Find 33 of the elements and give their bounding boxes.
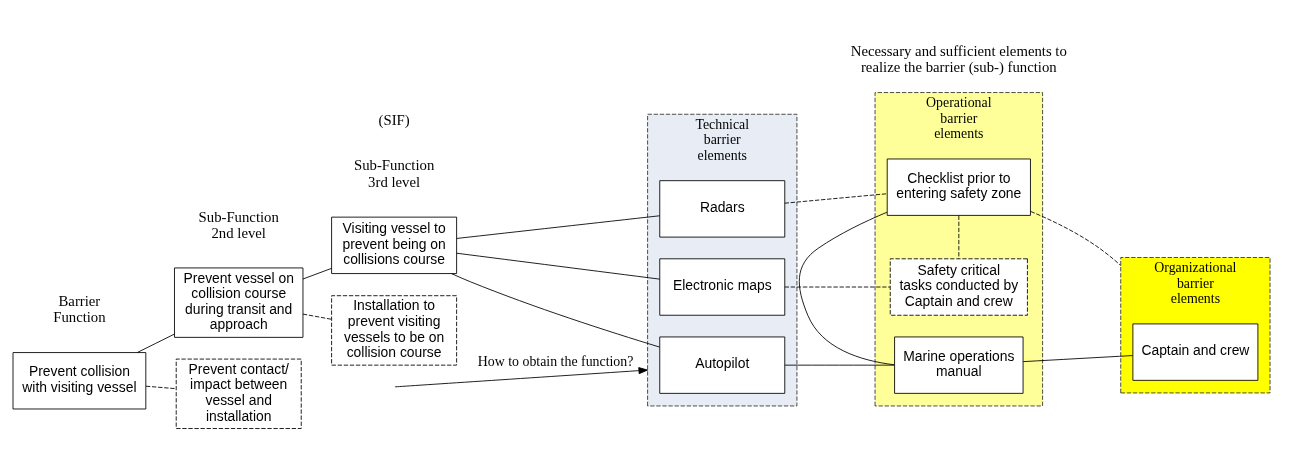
connector xyxy=(1030,210,1122,266)
node-box: Prevent contact/ impact between vessel and installation xyxy=(175,358,302,429)
node-box: Electronic maps xyxy=(659,257,786,316)
node-box: Marine operations manual xyxy=(894,336,1024,394)
node-box: Autopilot xyxy=(659,336,786,394)
connector xyxy=(798,211,895,365)
connector xyxy=(451,272,660,347)
connector xyxy=(145,385,177,389)
connector xyxy=(456,214,661,239)
connector xyxy=(958,214,960,259)
connector xyxy=(784,192,888,204)
node-box: Safety critical tasks conducted by Captain and crew xyxy=(889,257,1028,316)
connector xyxy=(302,313,332,320)
connector xyxy=(784,286,891,287)
connector xyxy=(1022,354,1133,362)
node-box: Checklist prior to entering safety zone xyxy=(886,158,1031,216)
label: Sub-Function 3rd level xyxy=(353,156,435,190)
connector xyxy=(784,364,895,366)
label: (SIF) xyxy=(378,111,410,128)
connector xyxy=(456,252,661,280)
node-box: Captain and crew xyxy=(1132,323,1259,381)
node-box: Prevent collision with visiting vessel xyxy=(12,351,147,409)
label: Barrier Function xyxy=(53,292,106,325)
node-box: Radars xyxy=(659,179,786,238)
edge-label: How to obtain the function? xyxy=(477,353,634,369)
connector xyxy=(136,333,175,353)
node-box: Installation to prevent visiting vessels to be on collision course xyxy=(331,294,458,366)
arrow xyxy=(394,366,649,387)
label: Sub-Function 2nd level xyxy=(198,208,279,241)
node-box: Prevent vessel on collision course during transit and approach xyxy=(174,267,304,338)
label: Necessary and sufficient elements to realize the barrier (sub-) function xyxy=(850,42,1067,75)
connector xyxy=(302,267,332,279)
node-box: Visiting vessel to prevent being on collisions course xyxy=(331,216,458,274)
